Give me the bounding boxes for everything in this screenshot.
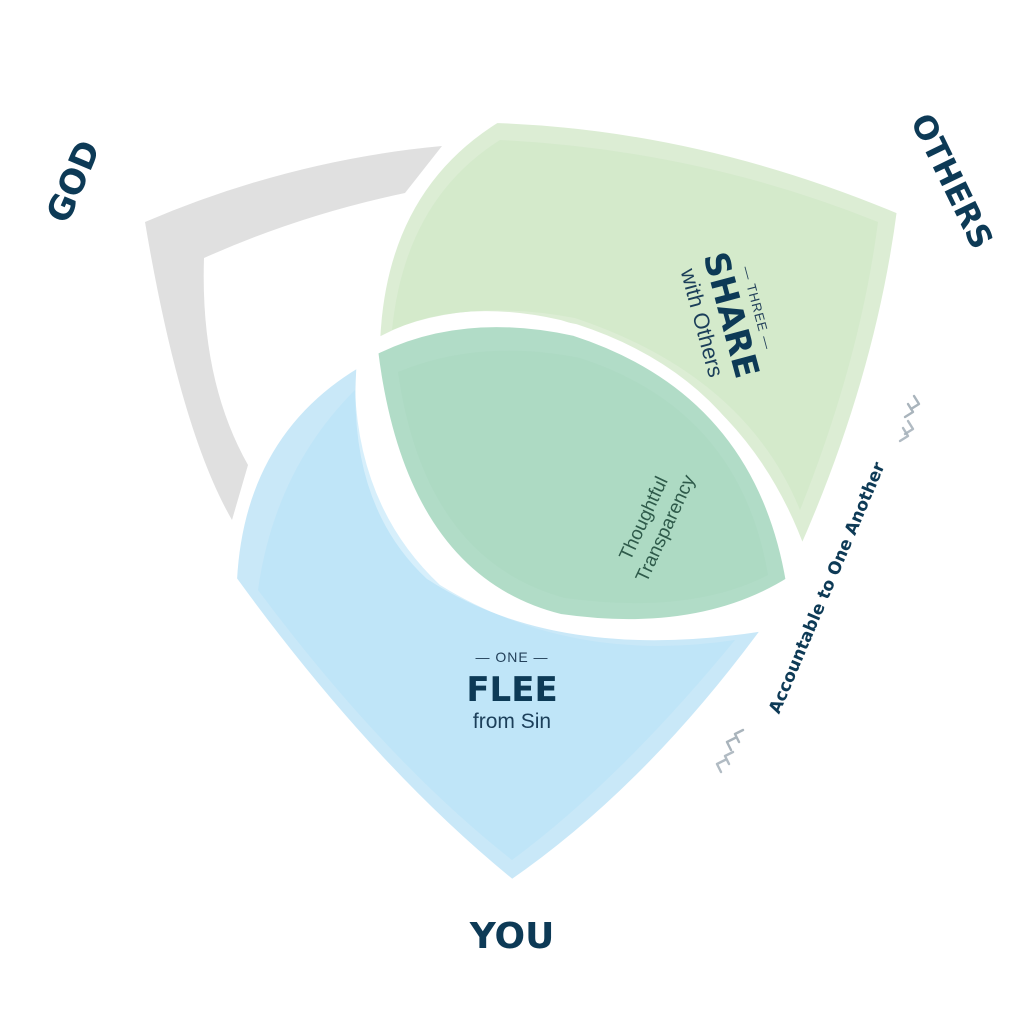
you-label: YOU bbox=[469, 916, 555, 957]
flee-step-number: — ONE — bbox=[475, 649, 548, 665]
flee-subtitle: from Sin bbox=[473, 710, 551, 733]
god-label: GOD bbox=[39, 135, 109, 229]
flee-shape bbox=[227, 355, 775, 890]
others-label: OTHERS bbox=[903, 108, 1001, 255]
god-shape bbox=[145, 146, 442, 520]
arrow-up-chevron-icon bbox=[898, 394, 921, 443]
overlap-shape bbox=[366, 315, 798, 632]
flee-title: FLEE bbox=[466, 670, 557, 710]
flee-text-group: — ONE — FLEE from Sin bbox=[466, 649, 557, 733]
arrow-down-chevron-icon bbox=[715, 728, 745, 774]
share-shape bbox=[370, 113, 907, 560]
